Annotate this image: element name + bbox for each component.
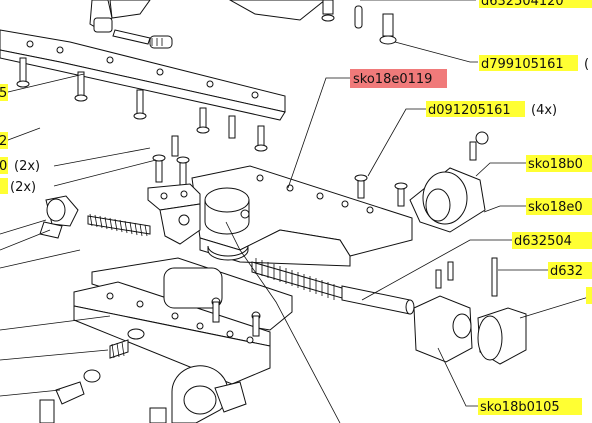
quantity-note-2: (2x) bbox=[10, 180, 36, 195]
label-text: sko18b0105 bbox=[480, 400, 560, 415]
lower-coupling bbox=[413, 257, 527, 365]
label-d632-truncated[interactable]: d632 bbox=[548, 262, 592, 279]
label-text: 0 bbox=[0, 159, 7, 174]
main-spring bbox=[251, 258, 343, 300]
label-left-truncated-4[interactable] bbox=[0, 178, 8, 194]
base-plate bbox=[73, 257, 293, 385]
shaft bbox=[341, 285, 415, 315]
quantity-note: (4x) bbox=[531, 103, 557, 118]
left-fitting bbox=[39, 195, 79, 239]
label-sko18b0-truncated[interactable]: sko18b0 bbox=[526, 155, 592, 172]
label-text: d632504 bbox=[514, 234, 572, 249]
top-left-bracket bbox=[89, 0, 173, 49]
label-d632504-truncated[interactable]: d632504 bbox=[512, 232, 592, 249]
label-text: sko18e0 bbox=[528, 200, 583, 215]
label-d632504120[interactable]: d632504120 bbox=[479, 0, 592, 9]
right-coupling bbox=[354, 131, 489, 233]
label-text: d799105161 bbox=[481, 57, 564, 72]
label-sko18e0-truncated[interactable]: sko18e0 bbox=[526, 198, 592, 215]
label-d091205161[interactable]: d091205161 (4x) bbox=[426, 101, 557, 118]
top-right-plate bbox=[228, 0, 397, 45]
upper-block bbox=[147, 183, 201, 245]
screws-upper-left bbox=[16, 57, 268, 187]
long-rail bbox=[0, 29, 286, 121]
quantity-note-1: (2x) bbox=[14, 159, 40, 174]
label-text: sko18b0 bbox=[528, 157, 583, 172]
label-text: 5 bbox=[0, 86, 7, 101]
label-suffix: ( bbox=[584, 57, 589, 72]
left-spring bbox=[87, 213, 151, 237]
label-sko18e0119-selected[interactable]: sko18e0119 bbox=[350, 69, 447, 88]
label-d799105161[interactable]: d799105161 ( bbox=[479, 55, 589, 72]
label-right-edge-truncated[interactable] bbox=[586, 287, 592, 304]
cylinder-boss bbox=[204, 187, 250, 261]
label-text: sko18e0119 bbox=[353, 72, 432, 87]
label-left-truncated-3[interactable]: 0 bbox=[0, 157, 8, 174]
label-sko18b0105[interactable]: sko18b0105 bbox=[478, 398, 582, 415]
label-left-truncated-2[interactable]: 2 bbox=[0, 132, 8, 149]
label-text: d091205161 bbox=[428, 103, 511, 118]
label-text: d632504120 bbox=[481, 0, 564, 9]
label-text: 2 bbox=[0, 134, 7, 149]
bottom-parts bbox=[39, 328, 247, 423]
label-left-truncated-1[interactable]: 5 bbox=[0, 84, 8, 101]
label-text: d632 bbox=[550, 264, 583, 279]
